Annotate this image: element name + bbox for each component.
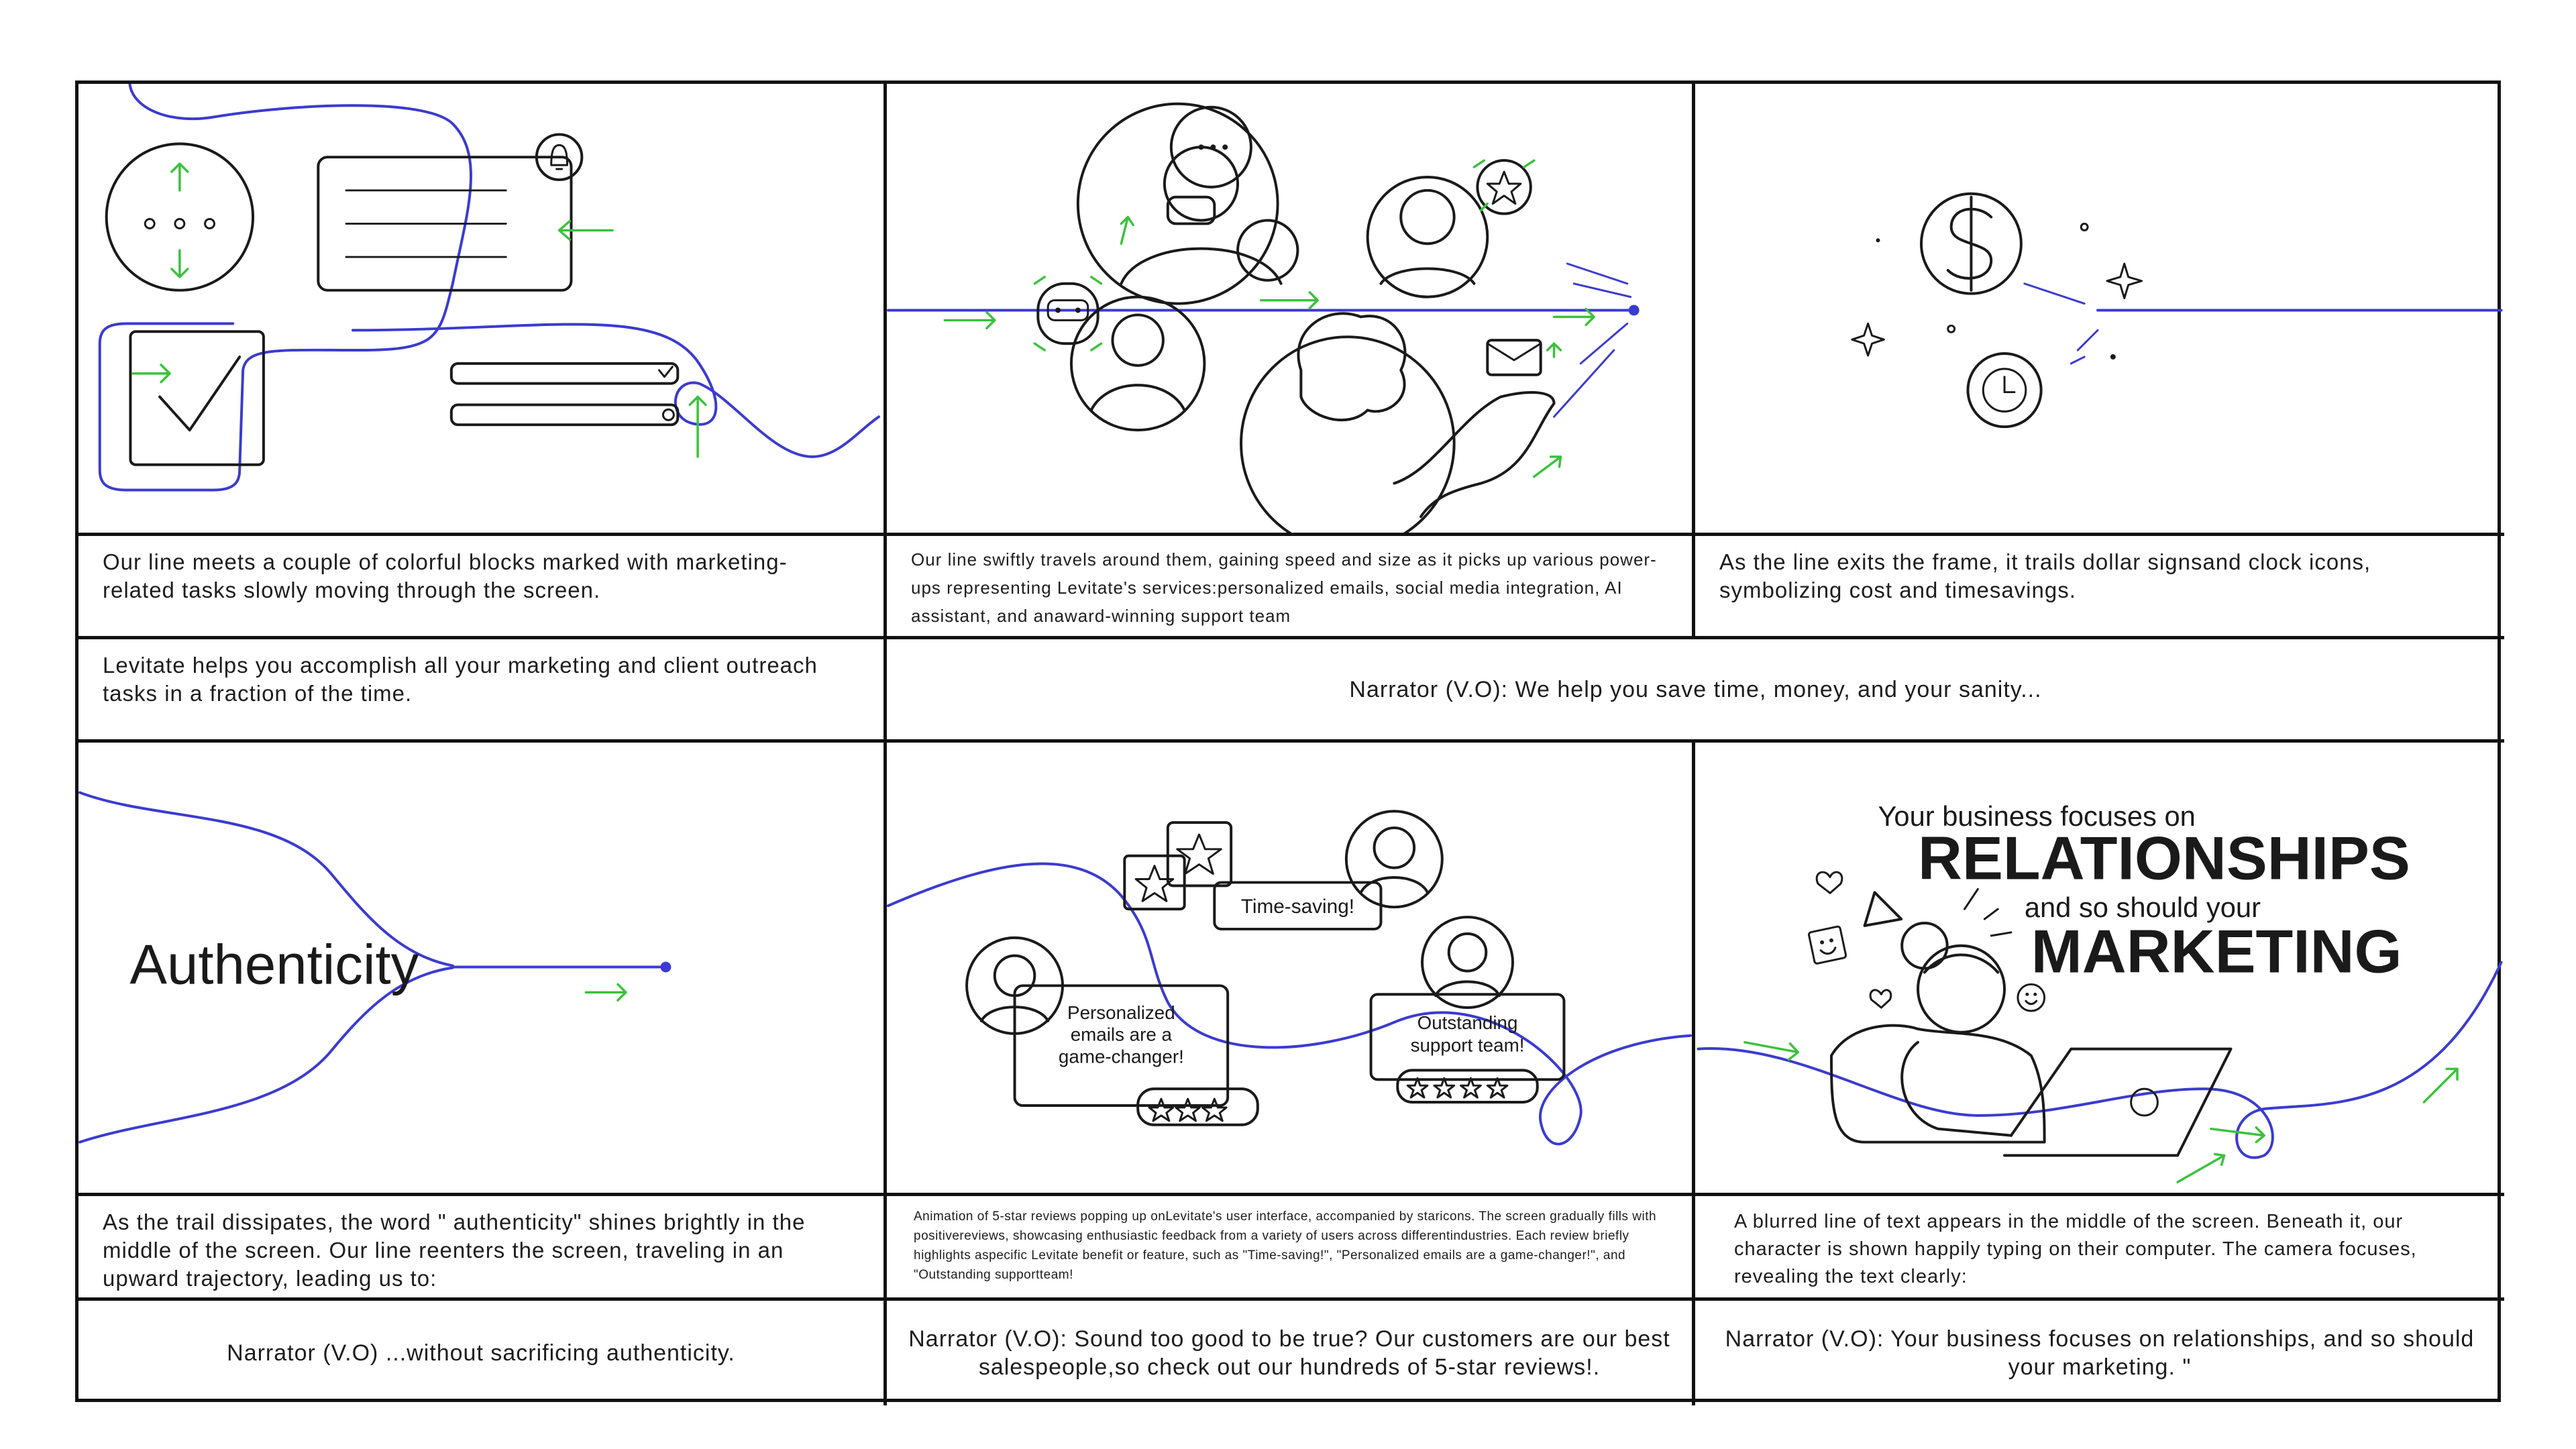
panel-2-power-ups: [887, 84, 1695, 536]
checkmark-icon: [158, 355, 241, 432]
speech-bubble-icon: [1169, 105, 1252, 189]
panel-3-exit: [1695, 84, 2504, 536]
bell-icon: [535, 133, 584, 181]
smiley-icon: [1808, 925, 1847, 965]
narration-2-3: Narrator (V.O): We help you save time, m…: [887, 639, 2504, 743]
sparkle-icon: [2106, 262, 2143, 300]
laptop-icon: [2130, 1087, 2159, 1117]
narration-6: Narrator (V.O): Your business focuses on…: [1725, 1326, 2475, 1380]
svg-text:Outstanding: Outstanding: [1417, 1012, 1518, 1033]
headline-marketing: MARKETING: [2031, 917, 2402, 985]
panel-1-task-blocks: [78, 84, 887, 536]
panel-5-reviews: Time-saving! Personalized emails are a g…: [887, 743, 1695, 1196]
star-icon: [1476, 159, 1532, 215]
svg-text:emails are a: emails are a: [1071, 1024, 1173, 1045]
menu-circle: [105, 142, 255, 292]
envelope-icon: [1486, 339, 1542, 376]
robot-icon: [1036, 282, 1099, 345]
panel-2-description: Our line swiftly travels around them, ga…: [887, 536, 1695, 639]
headline-relationships: RELATIONSHIPS: [1918, 824, 2410, 892]
panel-6-relationships: Your business focuses on RELATIONSHIPS a…: [1695, 743, 2504, 1196]
heart-icon: [1815, 871, 1843, 894]
panel-3-description: As the line exits the frame, it trails d…: [1695, 536, 2504, 639]
narration-5: Narrator (V.O): Sound too good to be tru…: [887, 1301, 1695, 1405]
narration-1: Levitate helps you accomplish all your m…: [78, 639, 887, 743]
svg-text:game-changer!: game-changer!: [1059, 1046, 1184, 1067]
star-icon: [1166, 821, 1233, 888]
headline-line-3: and so should your: [2025, 892, 2261, 923]
narration-4: Narrator (V.O) ...without sacrificing au…: [78, 1301, 887, 1405]
clock-icon: [1966, 352, 2043, 429]
panel-4-authenticity: Authenticity: [78, 743, 887, 1196]
panel-5-description: Animation of 5-star reviews popping up o…: [887, 1196, 1695, 1301]
svg-text:Personalized: Personalized: [1067, 1002, 1175, 1023]
panel-4-description: As the trail dissipates, the word " auth…: [78, 1196, 887, 1301]
dollar-icon: [1920, 192, 2023, 295]
panel-6-description: A blurred line of text appears in the mi…: [1695, 1196, 2504, 1301]
svg-text:support team!: support team!: [1411, 1035, 1525, 1056]
storyboard-grid: Our line meets a couple of colorful bloc…: [75, 80, 2504, 1405]
headline-line-1: Your business focuses on: [1878, 800, 2195, 832]
review-time-saving: Time-saving!: [1241, 896, 1354, 918]
authenticity-word: Authenticity: [129, 933, 419, 996]
panel-1-description: Our line meets a couple of colorful bloc…: [78, 536, 887, 639]
